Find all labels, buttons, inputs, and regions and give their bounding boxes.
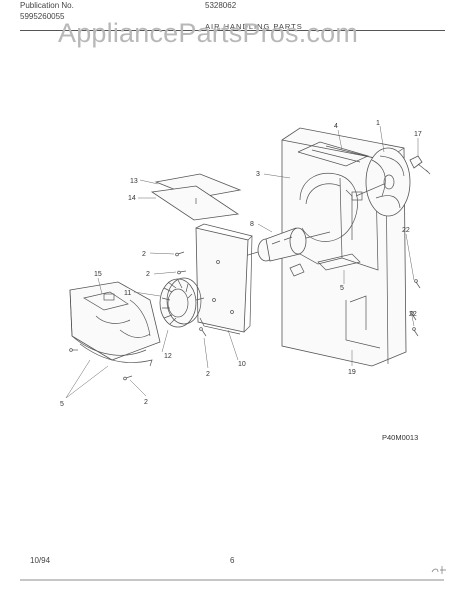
callout-label: 22 (409, 311, 417, 318)
footer-date: 10/94 (30, 556, 51, 565)
callout-label: 4 (334, 123, 338, 130)
handwritten-mark (431, 566, 446, 574)
callout-label: 2 (206, 371, 210, 378)
callout-label: 11 (124, 290, 131, 297)
callout-label: 14 (128, 195, 136, 202)
figure-code: P40M0013 (382, 433, 418, 442)
callout-label: 19 (348, 369, 356, 376)
watermark: AppliancePartsPros.com (58, 18, 359, 48)
capacitor (409, 155, 431, 175)
callout-label: 2 (144, 399, 148, 406)
callout-label: 8 (250, 221, 254, 228)
scroll-panel (195, 223, 253, 335)
callout-label: 17 (414, 131, 422, 138)
footer-page-number: 6 (230, 556, 235, 565)
blower-wheel (159, 277, 205, 328)
publication-label: Publication No. (20, 1, 74, 10)
callout-label: 2 (142, 251, 146, 258)
leader-lines (65, 125, 419, 399)
filter (150, 173, 242, 221)
model-number: 5328062 (205, 1, 237, 10)
callout-label: 5 (340, 285, 344, 292)
callout-label: 12 (164, 353, 172, 360)
header-rule (20, 30, 445, 31)
callout-label: 10 (238, 361, 246, 368)
publication-number: 5995260055 (20, 12, 65, 21)
callout-label: 2 (146, 271, 150, 278)
callout-label: 15 (94, 271, 102, 278)
callout-label: 13 (130, 178, 138, 185)
callout-label: 3 (256, 171, 260, 178)
callout-label: 1 (376, 120, 380, 127)
blower-scroll (69, 281, 161, 367)
screw-set (69, 251, 421, 381)
section-title: AIR HANDLING PARTS (205, 22, 303, 31)
blower-motor (237, 227, 331, 262)
part-callouts: 1 17 4 3 13 14 8 2 2 22 15 11 5 12 10 22… (60, 120, 422, 408)
fan-blade (351, 147, 411, 217)
callout-label: 22 (402, 227, 410, 234)
callout-label: 5 (60, 401, 64, 408)
